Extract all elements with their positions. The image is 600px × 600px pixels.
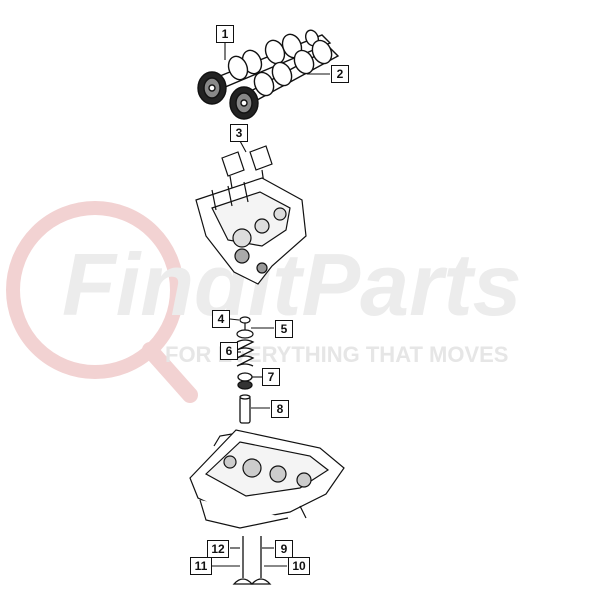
watermark-tagline: FOR EVERYTHING THAT MOVES: [165, 342, 508, 367]
callout-11: 11: [190, 557, 212, 575]
callout-4: 4: [212, 310, 230, 328]
valve-guide-icon: [239, 394, 251, 424]
cylinder-head-upper-icon: [195, 177, 307, 285]
callout-1: 1: [216, 25, 234, 43]
leader-lines: [212, 42, 330, 567]
callout-10: 10: [288, 557, 310, 575]
lash-adjuster-icon: [239, 316, 251, 330]
magnifier-handle: [142, 342, 198, 403]
rocker-arm-icon: [221, 145, 273, 189]
intake-valve-icon: [232, 536, 254, 585]
cylinder-head-lower-icon: [189, 429, 345, 529]
camshaft-1-icon: [197, 29, 332, 105]
valve-retainer-icon: [237, 372, 253, 390]
callout-6: 6: [220, 342, 238, 360]
valve-spring-seat-icon: [236, 329, 254, 339]
watermark-logo: [6, 201, 198, 403]
callout-2: 2: [331, 65, 349, 83]
watermark-brand: FinditParts: [62, 235, 522, 334]
callout-8: 8: [271, 400, 289, 418]
camshaft-2-icon: [229, 39, 340, 120]
callout-3: 3: [230, 124, 248, 142]
callout-5: 5: [275, 320, 293, 338]
callout-9: 9: [275, 540, 293, 558]
magnifier-icon: [6, 201, 184, 379]
exhaust-valve-icon: [250, 536, 272, 585]
callout-12: 12: [207, 540, 229, 558]
callout-7: 7: [262, 368, 280, 386]
valve-spring-icon: [236, 339, 255, 367]
